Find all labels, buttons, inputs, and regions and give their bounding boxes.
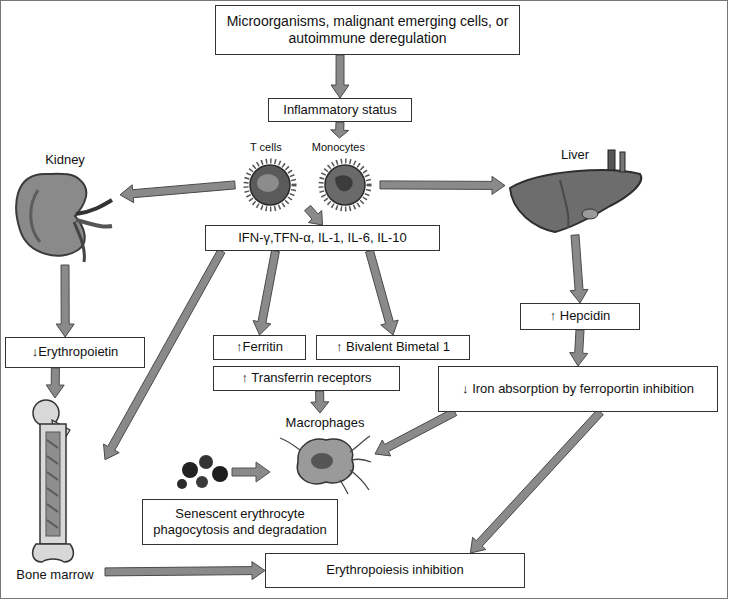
liver-outline [510,170,641,232]
flow-arrow [570,330,588,366]
renal-vessel [76,200,112,214]
erythrocyte [199,455,213,469]
erythrocyte [212,466,228,482]
flow-arrow [46,368,64,398]
figure-label: Macrophages [284,415,367,431]
cytokine-box: IFN-γ,TFN-α, IL-1, IL-6, IL-10 [205,225,440,251]
flow-arrow [470,409,603,553]
t-cell [250,165,290,205]
figure-label: T cells [248,141,284,155]
process-box: ↑Ferritin [213,335,306,360]
erythrocyte [177,479,187,489]
box-text: ↓Erythropoietin [32,344,119,360]
cell-spikes [246,161,294,209]
process-box: ↑ Bivalent Bimetal 1 [316,335,470,360]
flow-arrow [56,265,74,337]
cell-nucleus [335,175,353,191]
liver-organ: Liver [505,145,645,235]
box-text: ↑ Hepcidin [550,308,611,324]
figure-label: Kidney [43,152,87,168]
process-box: ↑ Transferrin receptors [213,366,400,391]
flow-arrow [366,250,399,335]
figure-frame [1,1,728,599]
femur-drawing [33,400,74,562]
flow-arrow [105,562,265,580]
kidney-outline [16,174,86,256]
flow-arrow [570,235,588,303]
phagocytosis-arrow [232,462,270,482]
process-box: Inflammatory status [268,98,412,122]
box-text: Erythropoiesis inhibition [326,562,463,578]
box-text: ↑ Bivalent Bimetal 1 [336,339,450,355]
flow-arrow [120,181,235,203]
gallbladder [582,209,598,219]
erythrocyte [196,476,208,488]
cell-spikes [321,161,369,209]
caption-box: Senescent erythrocyte phagocytosis and d… [142,499,338,545]
erythrocytes [177,455,228,489]
monocyte-drawing [321,161,369,209]
flow-arrow [331,55,349,98]
outcome-box: Erythropoiesis inhibition [265,553,525,588]
flow-arrow [331,122,349,138]
process-box: ↑ Hepcidin [520,303,640,330]
box-text: Microorganisms, malignant emerging cells… [222,13,513,48]
kidney-drawing [16,174,112,262]
t-cell-drawing [246,161,294,209]
cause-box: Microorganisms, malignant emerging cells… [215,5,520,55]
figure-label: Bone marrow [14,567,95,583]
flow-arrow [375,409,457,456]
macrophage-pseudopods [280,436,371,494]
kidney-cortex [31,190,40,242]
monocyte [325,165,365,205]
process-box: ↓Erythropoietin [5,337,145,368]
figure-label: Monocytes [310,141,367,155]
bone-marrow: Bone marrow [5,398,105,585]
figure-label: Liver [559,147,591,163]
box-text: Senescent erythrocyte phagocytosis and d… [149,506,331,539]
box-text: Inflammatory status [283,102,396,118]
ureter [74,222,84,262]
flow-arrow [380,176,505,194]
macrophage-nucleus [311,453,333,469]
renal-vessel [76,220,112,227]
kidney-organ: Kidney [10,150,120,265]
box-text: ↑Ferritin [236,339,283,355]
box-text: ↑ Transferrin receptors [241,370,371,386]
macrophage-drawing [280,436,371,494]
bone-marrow-cavity [46,432,60,536]
box-text: ↓ Iron absorption by ferroportin inhibit… [462,381,694,397]
flow-arrow [305,205,323,225]
liver-lobe-line [560,180,568,228]
erythrocyte [182,462,198,478]
marrow-texture [47,440,58,528]
femur-condyles [33,544,74,562]
flow-arrow [311,391,329,413]
liver-vessel [620,152,625,172]
box-text: IFN-γ,TFN-α, IL-1, IL-6, IL-10 [238,230,407,246]
liver-vessel [608,150,615,170]
macrophage-body [297,439,353,484]
flow-arrow [253,250,279,335]
process-box: ↓ Iron absorption by ferroportin inhibit… [438,366,718,412]
femur-shaft [40,424,66,544]
immune-cells: T cells Monocytes [235,138,380,208]
macrophage-cell: Macrophages [275,413,375,495]
cell-nucleus [257,174,279,192]
